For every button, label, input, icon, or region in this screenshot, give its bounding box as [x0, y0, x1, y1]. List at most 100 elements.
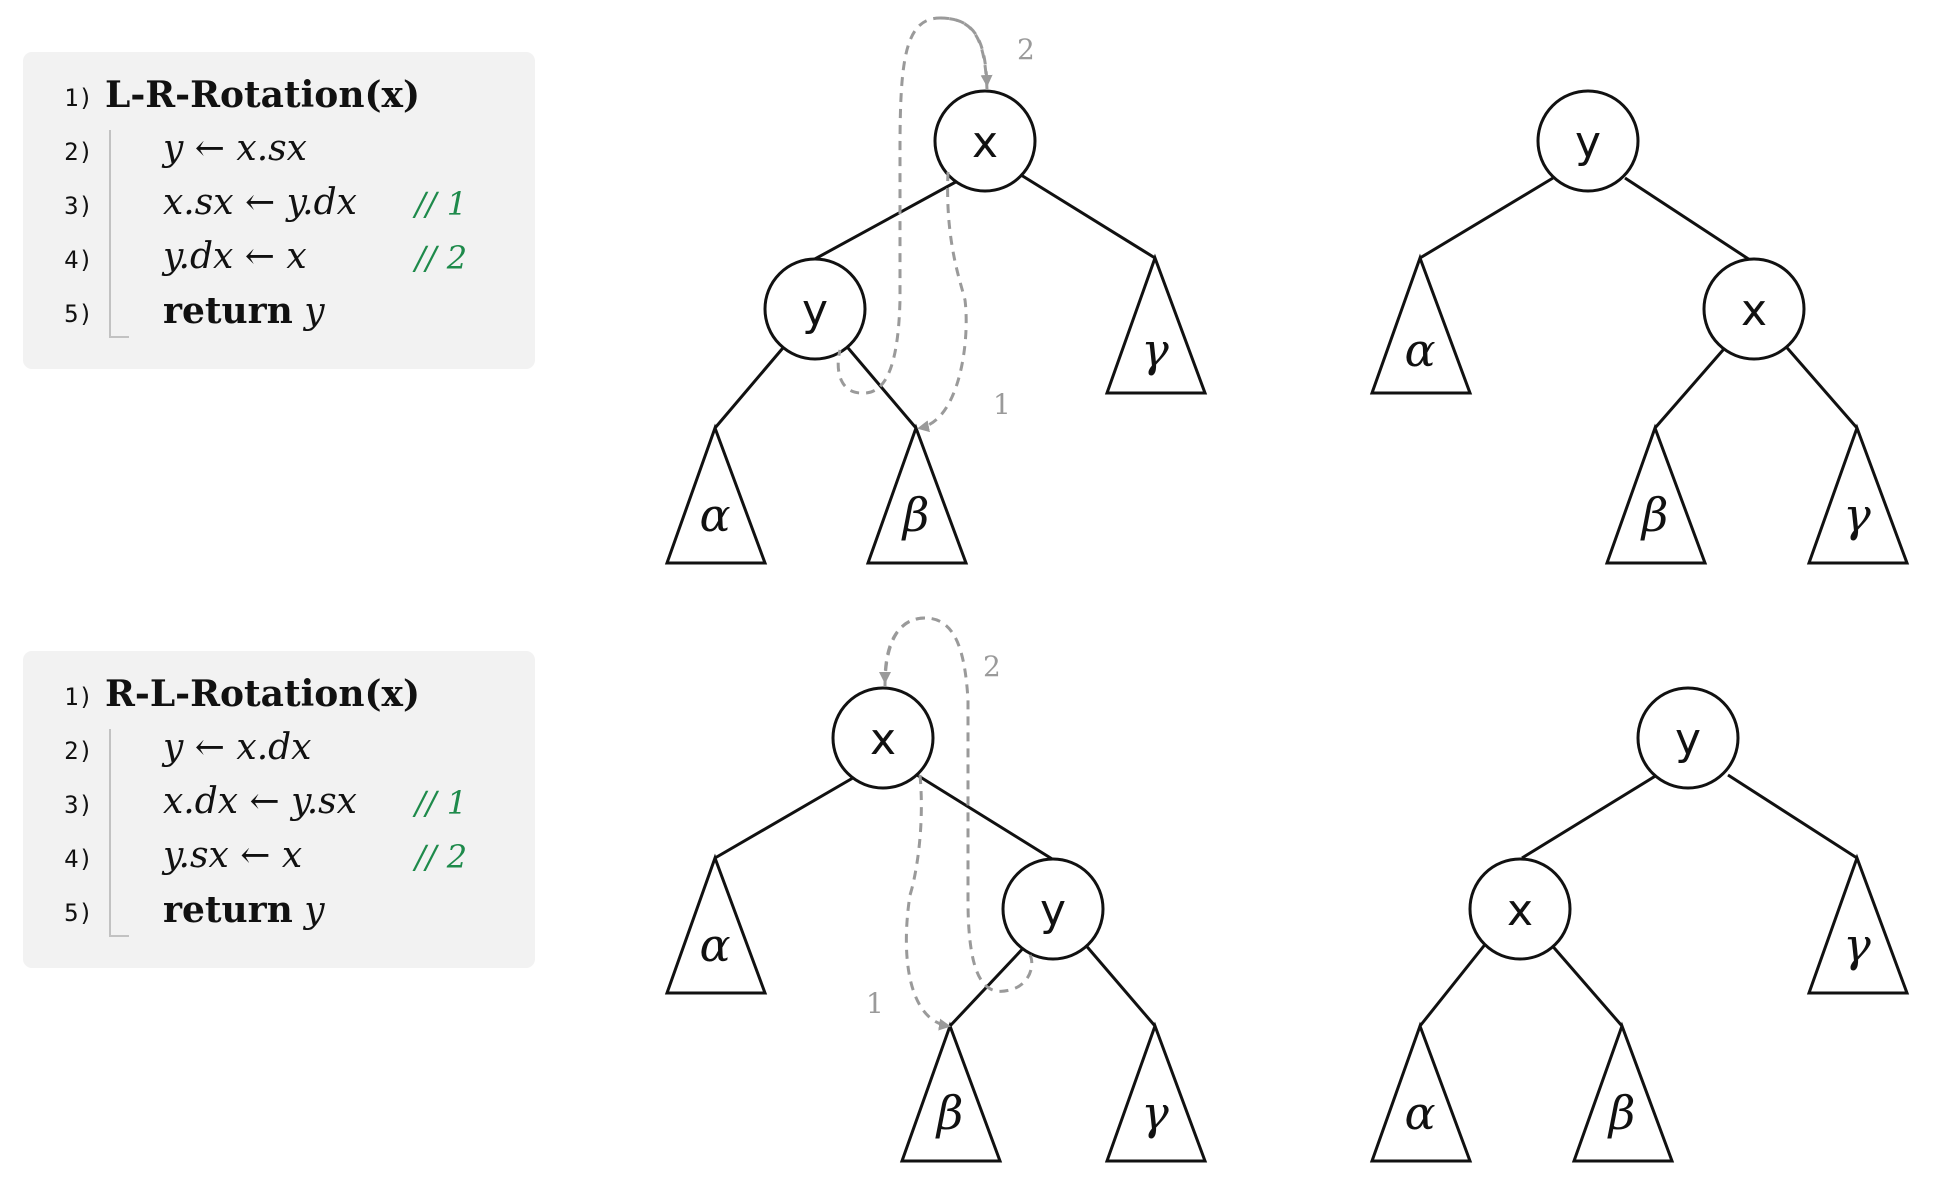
subtree-alpha-label: α [699, 488, 730, 542]
return-value: y [304, 291, 325, 332]
node-x-label: x [972, 117, 998, 168]
node-x-label: x [870, 714, 896, 765]
node-x-label: x [1741, 285, 1767, 336]
subtree-gamma-label: γ [1843, 488, 1871, 542]
tree-bottom-after [1369, 686, 1910, 1163]
edge [714, 773, 859, 860]
tree-bottom-before [664, 686, 1208, 1163]
code-comment: // 1 [415, 784, 468, 822]
subtree-alpha [1369, 1021, 1473, 1163]
subtree-alpha-label: α [699, 918, 730, 972]
subtree-beta-label: β [935, 1086, 964, 1140]
subtree-beta-label: β [901, 488, 930, 542]
node-x-label: x [1507, 885, 1533, 936]
node-y-label: y [1575, 117, 1601, 168]
edge [1081, 941, 1157, 1027]
subtree-beta-label: β [1640, 488, 1669, 542]
edge [713, 341, 790, 429]
line-number: 4) [64, 246, 93, 274]
code-line: y ← x.dx [163, 727, 312, 768]
block-indent-bar [109, 729, 129, 937]
line-number: 3) [64, 192, 93, 220]
node-x [831, 686, 935, 790]
step-2-arrow [939, 16, 993, 87]
code-line: x.dx ← y.sx [163, 781, 357, 822]
subtree-beta [865, 423, 969, 565]
edge [1624, 176, 1751, 262]
node-y [1001, 857, 1105, 961]
edge [948, 940, 1031, 1028]
subtree-alpha [664, 423, 768, 565]
node-x [1702, 257, 1806, 361]
subtree-gamma [1104, 1021, 1208, 1163]
line-number: 2) [64, 138, 93, 166]
edge [812, 176, 964, 262]
edge [1653, 341, 1732, 429]
return-value: y [304, 890, 325, 931]
node-x [933, 89, 1037, 193]
edge [916, 773, 1058, 864]
line-number: 5) [64, 899, 93, 927]
step-1-arrow [917, 171, 968, 433]
block-indent-bar [109, 130, 129, 338]
step-1-label: 1 [993, 388, 1011, 421]
step-1-arrow [904, 774, 951, 1031]
tree-top-after [1369, 89, 1910, 565]
edge [1020, 173, 1156, 260]
step-1-label: 1 [866, 987, 884, 1020]
node-x [1468, 857, 1572, 961]
code-line: return y [163, 889, 325, 931]
edge [1727, 773, 1858, 860]
subtree-beta [1571, 1021, 1675, 1163]
code-comment: // 2 [415, 239, 468, 277]
subtree-beta [1604, 423, 1708, 565]
subtree-alpha [664, 853, 768, 995]
code-line: y.sx ← x [163, 835, 303, 876]
subtree-gamma [1104, 253, 1208, 395]
tree-top-before [664, 89, 1208, 565]
edge [1419, 176, 1554, 260]
code-line: x.sx ← y.dx [163, 182, 357, 223]
edge [1418, 941, 1489, 1027]
code-line: return y [163, 290, 325, 332]
line-number: 1) [64, 683, 93, 711]
code-line: y ← x.sx [163, 128, 307, 169]
node-y [1536, 89, 1640, 193]
subtree-gamma [1806, 853, 1910, 995]
subtree-beta-label: β [1607, 1086, 1636, 1140]
return-keyword: return [163, 290, 293, 332]
subtree-gamma-label: γ [1843, 918, 1871, 972]
edge [1547, 941, 1624, 1027]
node-y [763, 257, 867, 361]
subtree-gamma [1806, 423, 1910, 565]
node-y-label: y [1675, 714, 1701, 765]
line-number: 3) [64, 791, 93, 819]
algorithm-box-lr: 1) L-R-Rotation(x) 2) y ← x.sx 3) x.sx ←… [23, 52, 535, 369]
line-number: 5) [64, 300, 93, 328]
line-number: 4) [64, 845, 93, 873]
return-keyword: return [163, 889, 293, 931]
code-line: y.dx ← x [163, 236, 307, 277]
algorithm-box-rl: 1) R-L-Rotation(x) 2) y ← x.dx 3) x.dx ←… [23, 651, 535, 968]
edge [1780, 341, 1859, 429]
subtree-alpha [1369, 253, 1473, 395]
subtree-beta [899, 1021, 1003, 1163]
subtree-alpha-label: α [1404, 323, 1435, 377]
step-2-label: 2 [1017, 33, 1035, 66]
loop-connector [836, 16, 989, 395]
subtree-gamma-label: γ [1141, 323, 1169, 377]
subtree-alpha-label: α [1404, 1086, 1435, 1140]
node-y [1636, 686, 1740, 790]
subtree-gamma-label: γ [1141, 1086, 1169, 1140]
step-2-arrow [879, 616, 926, 684]
algorithm-signature: R-L-Rotation(x) [105, 673, 421, 715]
node-y-label: y [802, 285, 828, 336]
line-number: 1) [64, 84, 93, 112]
line-number: 2) [64, 737, 93, 765]
node-y-label: y [1040, 885, 1066, 936]
edge [1521, 773, 1658, 860]
step-2-label: 2 [983, 650, 1001, 683]
code-comment: // 2 [415, 838, 468, 876]
code-comment: // 1 [415, 185, 468, 223]
